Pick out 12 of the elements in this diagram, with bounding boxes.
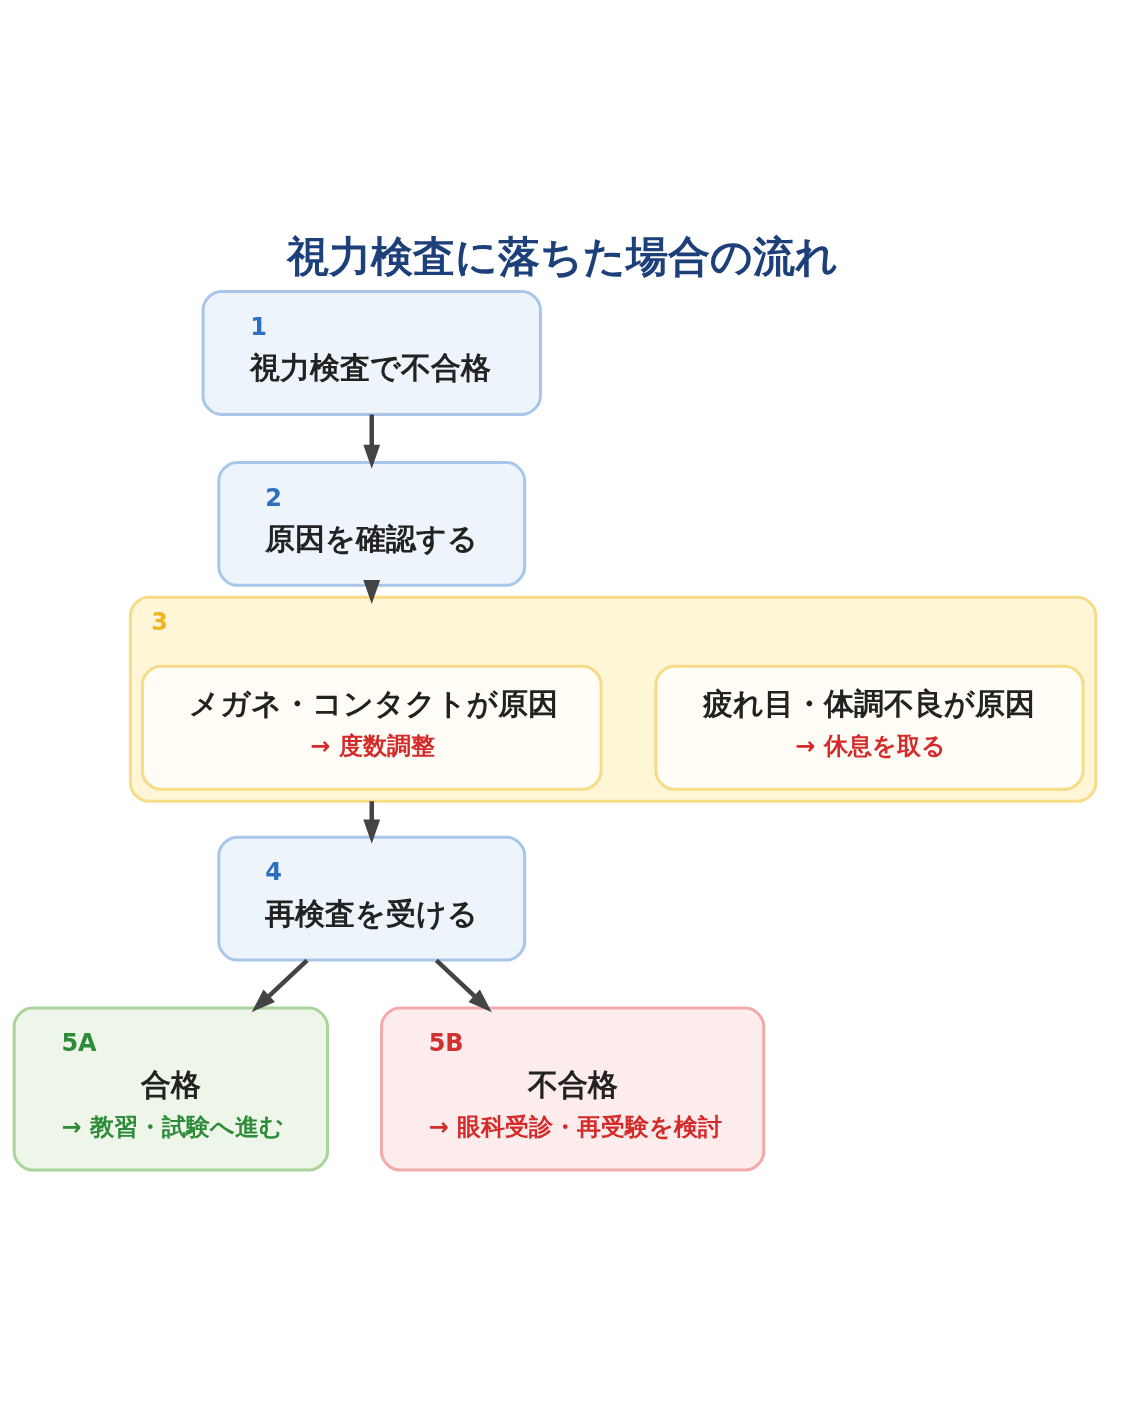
node-box: 5A 合格 → 教習・試験へ進む bbox=[12, 1006, 329, 1171]
arrow bbox=[251, 958, 309, 1012]
diagram-title: 視力検査に落ちた場合の流れ bbox=[287, 231, 839, 281]
node-box: 1 視力検査で不合格 bbox=[201, 289, 542, 416]
node-box: メガネ・コンタクトが原因 → 度数調整 bbox=[140, 664, 603, 791]
arrow bbox=[363, 414, 381, 469]
node-box: 疲れ目・体調不良が原因 → 休息を取る bbox=[654, 664, 1085, 791]
node-box: 5B 不合格 → 眼科受診・再受験を検討 bbox=[379, 1006, 766, 1171]
arrow bbox=[434, 958, 492, 1012]
node-box: 4 再検査を受ける bbox=[217, 835, 527, 962]
arrow bbox=[363, 800, 381, 844]
arrow bbox=[363, 579, 381, 604]
